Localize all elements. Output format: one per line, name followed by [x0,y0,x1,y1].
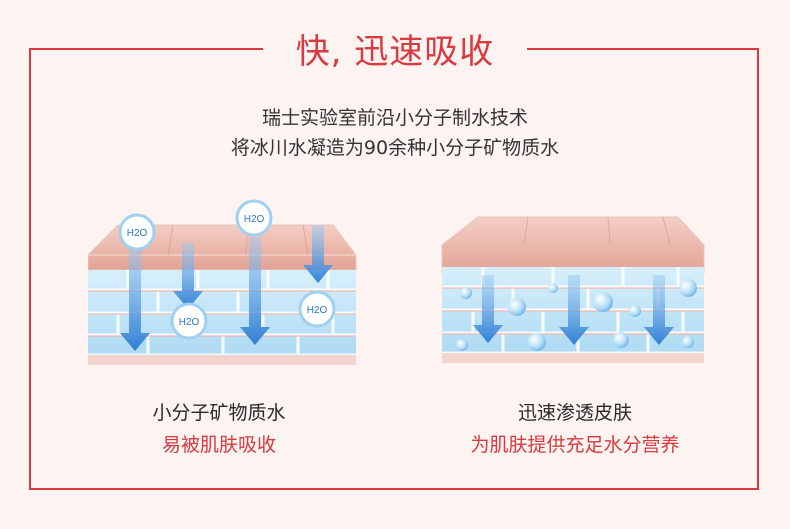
h2o-label: H2O [307,305,328,316]
penetration-arrows [473,275,674,345]
h2o-label: H2O [179,317,200,328]
h2o-molecule-3: H2O [170,302,208,340]
h2o-molecule-4: H2O [298,290,336,328]
h2o-label: H2O [244,214,265,225]
subtitle-line-1: 瑞士实验室前沿小分子制水技术 [261,107,528,129]
water-bubbles [456,279,697,351]
left-caption-title: 小分子矿物质水 [152,402,286,424]
right-caption-subtitle: 为肌肤提供充足水分营养 [470,434,680,456]
skin-molecule-illustration: H2O H2O H2O H2O [88,199,357,365]
page-title: 快, 迅速吸收 [295,31,495,72]
left-caption-subtitle: 易被肌肤吸收 [161,434,276,456]
absorption-arrows [120,225,333,351]
h2o-label: H2O [127,228,148,239]
subtitle-line-2: 将冰川水凝造为90余种小分子矿物质水 [230,137,560,159]
skin-penetration-illustration [441,216,705,363]
right-caption-title: 迅速渗透皮肤 [517,402,632,424]
title-banner: 快, 迅速吸收 [263,22,527,74]
h2o-molecule-1: H2O [118,213,156,251]
h2o-molecule-2: H2O [235,199,273,237]
